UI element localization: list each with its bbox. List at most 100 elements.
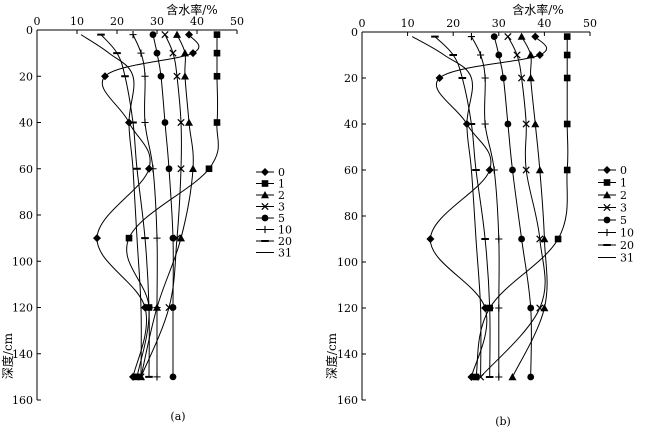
x-tick-label: 30 xyxy=(492,17,506,30)
series-line-1 xyxy=(475,36,569,378)
y-tick-label: 0 xyxy=(351,26,358,39)
series-2 xyxy=(137,30,197,381)
y-tick-label: 0 xyxy=(26,24,33,37)
data-point-2 xyxy=(526,51,535,59)
legend-label: 20 xyxy=(278,235,292,248)
data-point-1 xyxy=(563,33,571,40)
legend-marker xyxy=(603,166,611,174)
data-point-2 xyxy=(535,166,544,174)
y-tick-label: 140 xyxy=(12,348,33,361)
data-point-2 xyxy=(189,164,197,172)
data-point-5 xyxy=(165,165,173,173)
data-point-5 xyxy=(157,72,165,80)
data-point-5 xyxy=(149,31,157,39)
data-point-1 xyxy=(563,51,571,59)
legend-label: 1 xyxy=(620,177,627,190)
x-axis-title: 含水率/% xyxy=(166,2,217,17)
data-point-2 xyxy=(540,235,549,243)
data-point-1 xyxy=(563,120,571,128)
y-tick-label: 80 xyxy=(344,210,358,223)
data-point-2 xyxy=(526,74,535,82)
legend-marker xyxy=(603,191,611,199)
y-tick-label: 80 xyxy=(19,209,33,222)
data-point-5 xyxy=(527,304,535,312)
series-3 xyxy=(476,32,546,381)
data-point-10 xyxy=(476,51,485,59)
y-tick-label: 60 xyxy=(19,163,33,176)
data-point-10 xyxy=(481,120,489,128)
data-point-10 xyxy=(495,373,503,381)
data-point-1 xyxy=(213,31,221,38)
data-point-0 xyxy=(535,51,544,59)
series-5 xyxy=(490,33,535,381)
data-point-3 xyxy=(522,166,530,174)
legend-marker xyxy=(261,202,269,211)
data-point-5 xyxy=(504,120,512,128)
series-line-1 xyxy=(126,34,219,377)
data-point-3 xyxy=(161,31,169,39)
legend-marker xyxy=(603,216,611,224)
data-point-5 xyxy=(495,51,503,59)
x-tick-label: 20 xyxy=(446,17,460,30)
data-point-10 xyxy=(153,303,161,312)
y-tick-label: 20 xyxy=(19,70,33,83)
data-point-0 xyxy=(531,32,540,41)
data-point-2 xyxy=(181,72,189,80)
x-tick-label: 20 xyxy=(110,15,124,28)
panel-label: (a) xyxy=(170,410,185,423)
legend-marker xyxy=(603,179,611,186)
data-point-1 xyxy=(133,373,141,381)
y-tick-label: 160 xyxy=(337,394,358,407)
data-point-10 xyxy=(129,31,137,39)
data-point-0 xyxy=(189,49,197,58)
legend-label: 3 xyxy=(278,201,285,214)
data-point-3 xyxy=(513,51,521,59)
y-tick-label: 40 xyxy=(344,118,358,131)
data-point-3 xyxy=(177,165,185,173)
x-tick-label: 0 xyxy=(34,15,41,28)
data-point-1 xyxy=(554,235,562,243)
data-point-5 xyxy=(509,166,516,174)
data-point-5 xyxy=(161,119,169,126)
x-tick-label: 0 xyxy=(359,17,366,30)
data-point-2 xyxy=(508,373,517,381)
data-point-1 xyxy=(472,373,480,381)
series-5 xyxy=(149,31,177,381)
x-tick-label: 40 xyxy=(190,15,204,28)
legend-label: 5 xyxy=(620,214,627,227)
data-point-0 xyxy=(93,234,101,243)
legend-label: 31 xyxy=(278,247,292,260)
legend-label: 10 xyxy=(278,224,292,237)
data-point-5 xyxy=(169,373,177,381)
data-point-3 xyxy=(536,235,544,243)
data-point-0 xyxy=(145,164,153,173)
data-point-3 xyxy=(169,49,177,57)
data-point-0 xyxy=(435,74,444,82)
data-point-3 xyxy=(522,120,530,128)
y-tick-label: 20 xyxy=(344,72,358,85)
data-point-5 xyxy=(518,235,525,243)
legend-marker xyxy=(603,228,611,237)
series-0 xyxy=(93,30,200,381)
data-point-10 xyxy=(495,235,503,243)
data-point-1 xyxy=(205,165,213,173)
series-line-3 xyxy=(140,34,183,378)
legend-marker xyxy=(261,225,269,234)
legend-label: 2 xyxy=(278,189,285,202)
data-point-1 xyxy=(213,119,221,126)
legend-marker xyxy=(261,191,269,199)
data-point-5 xyxy=(490,33,498,40)
data-point-2 xyxy=(531,120,540,128)
data-point-10 xyxy=(467,33,476,41)
y-tick-label: 140 xyxy=(337,348,358,361)
data-point-1 xyxy=(563,74,571,82)
legend-label: 2 xyxy=(620,189,627,202)
y-tick-label: 60 xyxy=(344,164,358,177)
data-point-3 xyxy=(177,118,185,127)
legend-marker xyxy=(261,168,269,176)
data-point-5 xyxy=(153,49,161,57)
legend-label: 5 xyxy=(278,212,285,225)
series-31 xyxy=(411,36,482,378)
legend-marker xyxy=(603,203,611,212)
